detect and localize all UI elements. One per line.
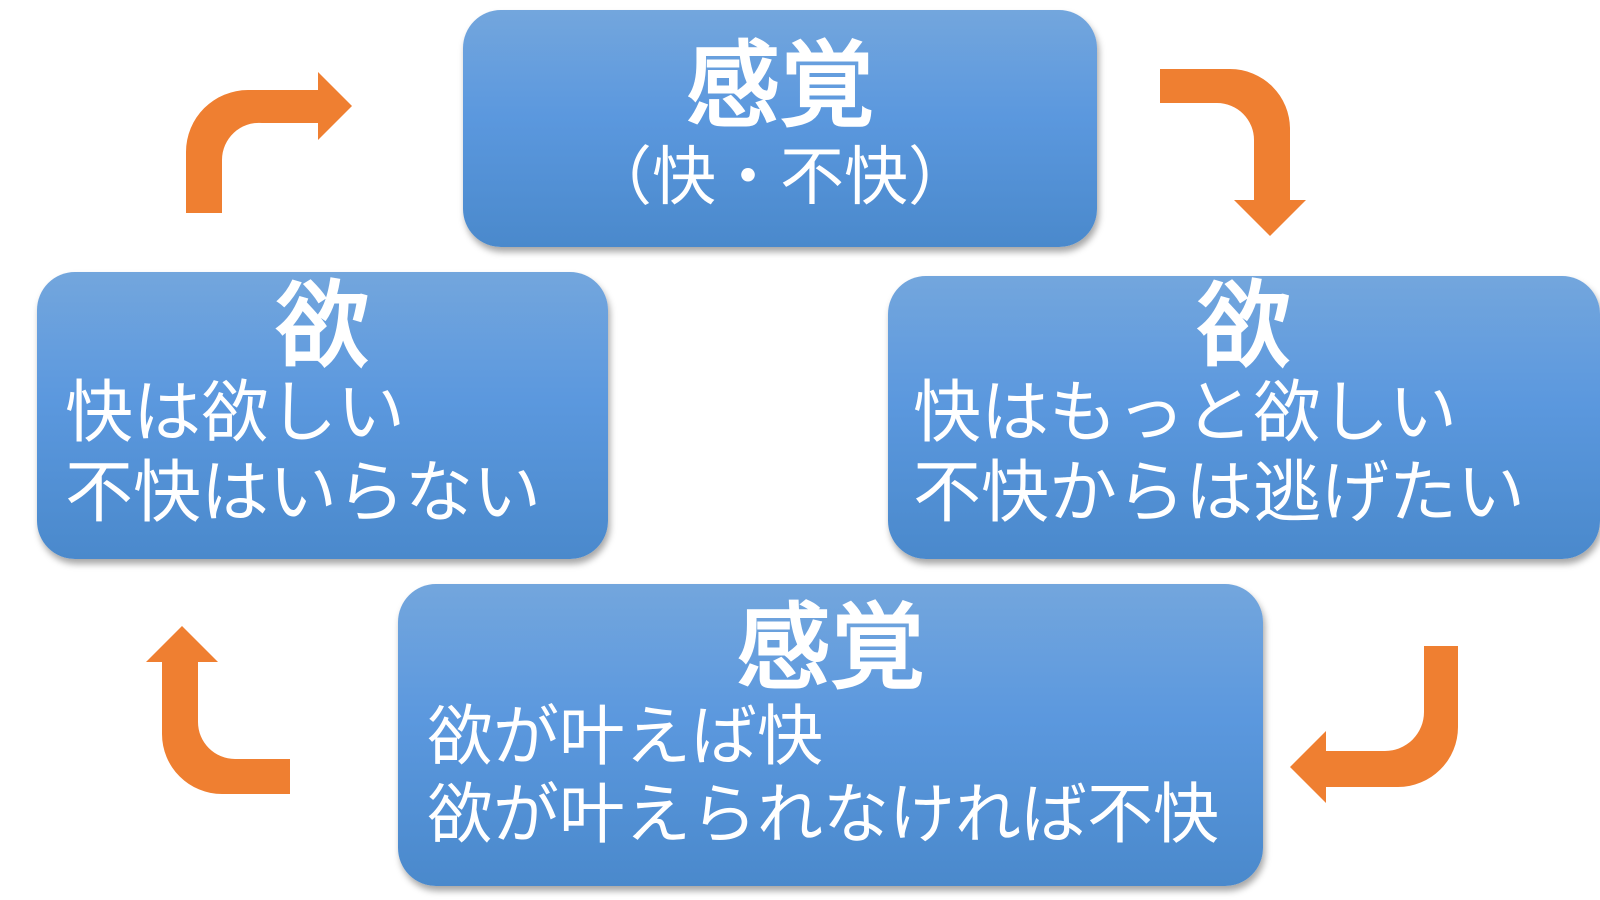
node-desire-right: 欲 快はもっと欲しい 不快からは逃げたい [888, 276, 1600, 559]
node-title: 感覚 [736, 594, 925, 703]
node-line: 欲が叶えば快 [427, 698, 823, 775]
node-line: 不快からは逃げたい [913, 454, 1526, 533]
node-title: 欲 [1196, 276, 1291, 381]
node-title: 欲 [275, 272, 370, 381]
arrow-left-to-top [186, 72, 352, 213]
node-line: 欲が叶えられなければ不快 [427, 776, 1219, 853]
arrow-right-to-bottom [1290, 646, 1458, 803]
node-desire-left: 欲 快は欲しい 不快はいらない [37, 272, 608, 559]
arrow-top-to-right [1160, 69, 1306, 236]
node-sensation-top: 感覚 （快・不快） [463, 10, 1097, 247]
arrow-bottom-to-left [146, 626, 290, 794]
node-line: 不快はいらない [65, 454, 542, 533]
node-sensation-bottom: 感覚 欲が叶えば快 欲が叶えられなければ不快 [398, 584, 1263, 886]
node-line: （快・不快） [588, 141, 972, 215]
node-line: 快は欲しい [65, 374, 406, 453]
node-line: 快はもっと欲しい [913, 374, 1458, 453]
node-title: 感覚 [685, 32, 874, 141]
